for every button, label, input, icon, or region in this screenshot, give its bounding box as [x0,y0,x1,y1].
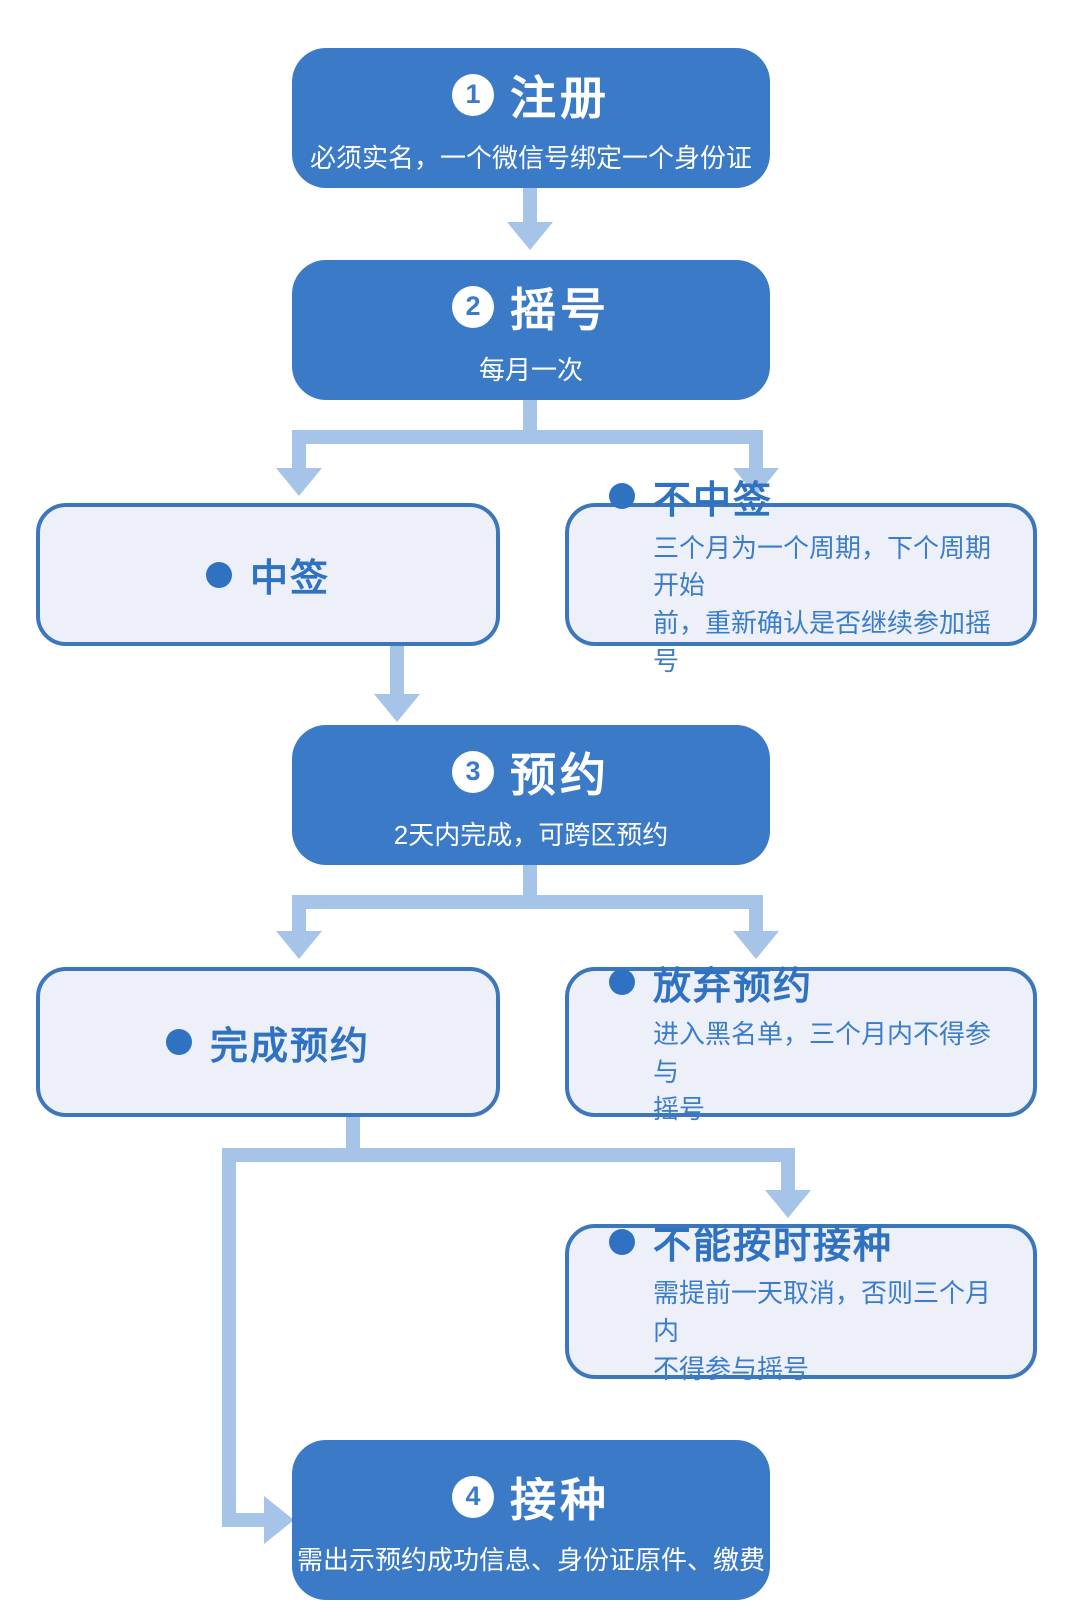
branch-lottery-stub [523,400,537,430]
connector-register-lottery-line [523,188,537,222]
branch-complete-bar [222,1148,795,1162]
branch-complete-right-arrowhead-icon [765,1190,811,1218]
branch-appointment-right-line [749,909,763,931]
outcome-title-row: 中签 [205,547,330,602]
outcome-title-row: 完成预约 [165,1015,370,1070]
outcome-title-row: 不中签 [609,469,773,524]
step-box-vaccination: 4 接种 需出示预约成功信息、身份证原件、缴费 [292,1440,770,1600]
branch-complete-left-elbow [222,1513,266,1527]
step-box-appointment: 3 预约 2天内完成，可跨区预约 [292,725,770,865]
branch-appointment-bar [292,895,763,909]
outcome-box-miss: 不能按时接种 需提前一天取消，否则三个月内 不得参与摇号 [565,1224,1037,1384]
step-title: 接种 [510,1473,610,1526]
branch-complete-left-arrowhead-icon [264,1496,294,1544]
branch-appointment-left-arrowhead-icon [276,931,322,959]
outcome-box-abandon: 放弃预约 进入黑名单，三个月内不得参与 摇号 [565,966,1037,1124]
outcome-description: 进入黑名单，三个月内不得参与 摇号 [653,1018,992,1125]
connector-win-appointment-line [390,646,404,694]
branch-complete-stub [346,1117,360,1148]
branch-lottery-right-line [749,444,763,468]
step-number-badge: 2 [452,285,494,328]
step-number-badge: 1 [452,73,494,116]
branch-complete-right-line [781,1162,795,1190]
step-title-row: 3 预约 [452,739,610,805]
step-subtitle: 2天内完成，可跨区预约 [393,819,669,850]
outcome-title: 中签 [249,558,330,600]
outcome-title: 放弃预约 [653,965,814,1008]
outcome-title: 完成预约 [209,1025,370,1068]
step-title: 注册 [510,71,610,124]
outcome-title-row: 不能按时接种 [609,1214,893,1269]
outcome-title-row: 放弃预约 [609,955,813,1010]
branch-appointment-left-line [292,909,306,931]
branch-appointment-stub [523,865,537,895]
outcome-box-complete: 完成预约 [36,967,500,1117]
outcome-box-win: 中签 [36,503,500,646]
step-subtitle: 需出示预约成功信息、身份证原件、缴费 [296,1544,765,1575]
step-subtitle: 必须实名，一个微信号绑定一个身份证 [309,142,752,173]
bullet-icon [609,483,635,510]
step-box-lottery: 2 摇号 每月一次 [292,260,770,400]
step-box-register: 1 注册 必须实名，一个微信号绑定一个身份证 [292,48,770,188]
branch-lottery-right-arrowhead-icon [733,468,779,496]
branch-appointment-right-arrowhead-icon [733,931,779,959]
outcome-description: 三个月为一个周期，下个周期开始 前，重新确认是否继续参加摇号 [653,532,992,676]
outcome-title: 不能按时接种 [653,1225,894,1268]
branch-lottery-left-arrowhead-icon [276,468,322,496]
bullet-icon [205,561,232,588]
outcome-title: 不中签 [653,479,774,522]
step-number-badge: 4 [452,1475,494,1518]
step-title: 摇号 [510,283,610,336]
step-number-badge: 3 [452,750,494,793]
step-title-row: 4 接种 [452,1464,610,1530]
branch-lottery-left-line [292,444,306,468]
outcome-description: 需提前一天取消，否则三个月内 不得参与摇号 [653,1278,992,1384]
bullet-icon [165,1029,192,1055]
branch-complete-left-line [222,1162,236,1527]
bullet-icon [609,969,635,996]
connector-win-appointment-arrowhead-icon [374,694,420,722]
connector-register-lottery-arrowhead-icon [507,222,553,250]
branch-lottery-bar [292,430,763,444]
step-title-row: 2 摇号 [452,274,610,340]
outcome-box-lose: 不中签 三个月为一个周期，下个周期开始 前，重新确认是否继续参加摇号 [565,480,1037,676]
bullet-icon [609,1228,635,1255]
step-title: 预约 [510,748,610,801]
step-title-row: 1 注册 [452,62,610,128]
step-subtitle: 每月一次 [478,354,583,385]
